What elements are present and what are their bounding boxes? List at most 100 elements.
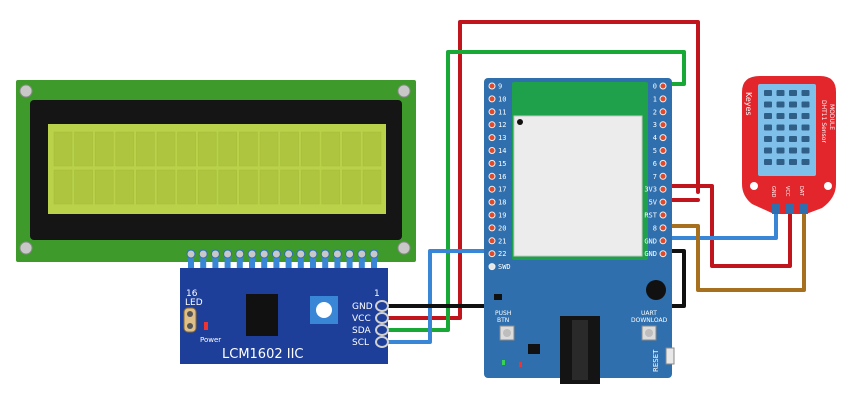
lcd-char-cell [342,169,361,205]
board-pin-left [488,250,496,258]
power-label: Power [200,336,221,344]
lcd-header-pin [186,249,196,259]
led-red [519,362,522,367]
sensor-grill-slot [789,113,797,119]
board-pin-label-left: 19 [498,212,506,220]
sensor-hole [750,182,758,190]
i2c-chip [246,294,278,336]
lcd-char-cell [74,131,93,167]
board-pin-label-left: SWD [498,263,511,271]
sensor-grill-slot [789,124,797,131]
sensor-grill-slot [801,113,810,119]
lcd-header-pin [332,249,342,259]
backpack-pcb [180,268,388,364]
header-label-scl: SCL [352,338,369,348]
lcd-header-wire [297,250,304,278]
lcd-header-wire [200,250,207,278]
lcd-header-wire [358,250,365,278]
board-pin-left [488,121,496,129]
lcd-char-cell [94,169,114,205]
board-pin-right [659,121,667,129]
board-pin-left [488,147,496,154]
board-pin-right [659,250,667,258]
push-button-cap [503,329,511,337]
sensor-grill-slot [801,147,810,154]
lcd-header-pin [198,249,208,259]
wire-brown-dat [666,212,806,292]
led-green [502,360,505,365]
backpack-title: LCM1602 IIC [222,347,304,362]
lcd-header-pin [357,249,367,259]
lcd-char-cell [362,169,382,205]
board-pin-label-right: 2 [653,108,657,116]
pin-last-label: 1 [374,289,380,299]
smd-part [494,294,502,300]
board-pin-left [488,159,496,167]
lcd-char-cell [239,169,258,205]
sensor-grill [764,90,810,165]
mount-hole [19,241,33,255]
lcd-char-cell [115,169,135,205]
lcd-header-wire [261,250,268,278]
sensor-pin-dat: DAT [798,186,804,197]
lcd-char-cell [300,131,320,167]
mount-hole [397,84,411,98]
sensor-header-pin [772,204,780,214]
lcd-char-cell [362,131,382,167]
header-label-sda: SDA [352,326,371,336]
board-pin-label-left: 12 [498,121,506,129]
lcd-char-cell [321,131,341,167]
board-pin-label-left: 22 [498,250,506,258]
sensor-grill-slot [764,159,772,165]
lcd-header-pin [247,249,257,259]
lcd-char-cell [259,169,279,205]
sensor-grill-slot [764,101,772,108]
lcd-char-cell [342,131,361,167]
lcd-char-grid [53,131,382,205]
lcd-char-cell [53,169,73,205]
lcd-char-cell [94,131,114,167]
lcd-header-pin [369,249,379,259]
board-pin-right [659,172,667,180]
reset-switch[interactable] [665,347,675,365]
board-pin-left [488,224,496,232]
mount-hole [19,84,33,98]
lcd-char-cell [156,131,176,167]
board-pin-label-right: 3V3 [644,186,657,194]
lcd-header-wire [249,250,255,278]
sensor-grill-slot [801,124,810,131]
lcd-char-cell [321,169,341,205]
sensor-grill-slot [776,124,785,131]
lcd-header-pin [320,249,330,259]
power-jack-inner [572,320,588,380]
lcd-char-cell [280,131,299,167]
contrast-pot-knob [316,302,332,318]
lcd-char-cell [300,169,320,205]
lcd-header-pin [284,249,294,259]
sensor-grill-slot [801,90,810,96]
header-pin [375,300,389,312]
buzzer [646,280,666,300]
sensor-grill-slot [789,147,797,154]
lcd-header-wire [310,250,316,278]
board-pin-right [659,185,667,193]
uart-label-1: UART [641,310,657,317]
lcd-header-wire [371,250,377,278]
lcd-char-cell [115,131,135,167]
lcd-header-pin [308,249,318,259]
lcd-header-wire [334,250,341,278]
pin1-dot [517,119,523,125]
lcd-char-cell [259,131,279,167]
lcd-char-cell [218,131,238,167]
board-pin-right [659,134,667,142]
lcd-header-pin [345,249,355,259]
board-pin-left [488,237,496,245]
sensor-body [758,84,816,176]
lcd-char-cell [218,169,238,205]
sensor-grill-slot [801,136,810,142]
lcd-char-cell [197,131,217,167]
lcd-header-wire [236,250,243,278]
